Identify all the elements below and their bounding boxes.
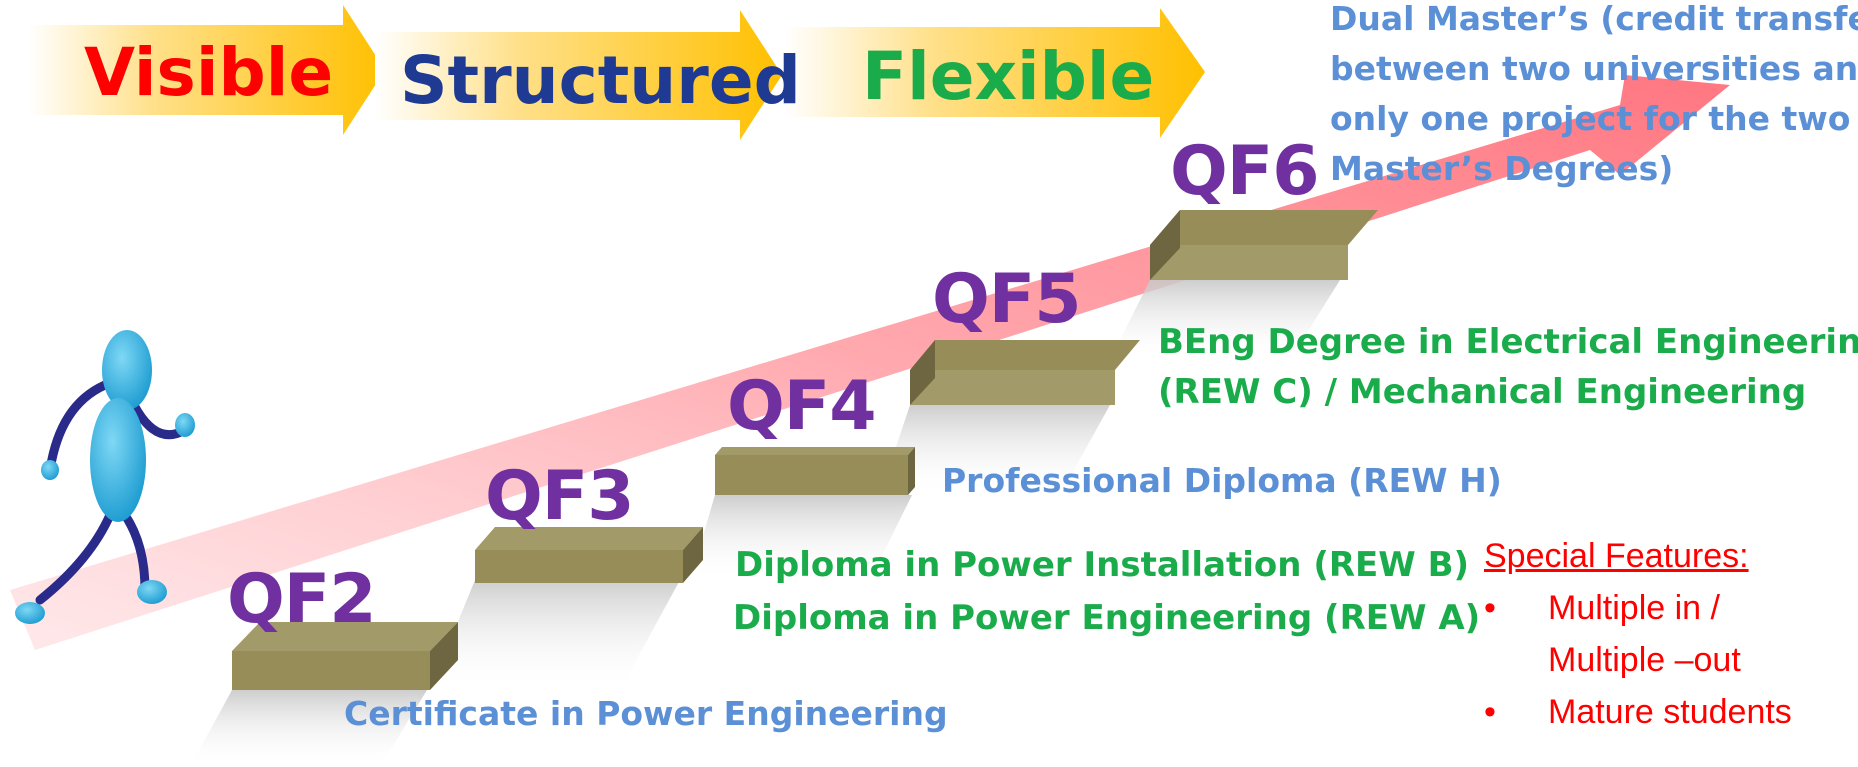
level-qf5-code: QF5 <box>932 260 1082 339</box>
step-qf5 <box>910 340 1140 405</box>
step-shadows <box>190 280 1340 767</box>
step-qf4 <box>715 447 915 495</box>
level-qf3-programme-2: Diploma in Power Engineering (REW A) <box>733 598 1481 638</box>
step-qf2 <box>232 622 458 690</box>
level-qf6-code: QF6 <box>1170 132 1320 211</box>
level-qf3-code: QF3 <box>485 457 635 536</box>
level-qf4-programme: Professional Diploma (REW H) <box>942 461 1502 500</box>
level-qf2-code: QF2 <box>227 560 377 639</box>
step-qf3 <box>475 527 703 583</box>
special-features-list: Multiple in / Multiple –out Mature stude… <box>1484 582 1844 738</box>
banner-label-visible: Visible <box>84 34 334 111</box>
level-qf3-programme-1: Diploma in Power Installation (REW B) <box>735 545 1470 585</box>
list-item: Mature students <box>1484 686 1844 738</box>
list-item: Multiple in / Multiple –out <box>1484 582 1844 686</box>
level-qf6-programme: Dual Master’s (credit transfer between t… <box>1330 0 1858 188</box>
banner-arrows <box>28 5 1205 140</box>
step-qf6 <box>1150 210 1378 280</box>
level-qf4-code: QF4 <box>727 367 877 446</box>
level-qf5-programme-1: BEng Degree in Electrical Engineering <box>1158 322 1858 362</box>
special-features-title: Special Features: <box>1484 537 1749 575</box>
banner-label-flexible: Flexible <box>862 38 1155 115</box>
special-features: Special Features: Multiple in / Multiple… <box>1484 530 1844 738</box>
level-qf5-programme-2: (REW C) / Mechanical Engineering <box>1158 372 1807 412</box>
running-figure-icon <box>15 330 195 624</box>
level-qf2-programme: Certificate in Power Engineering <box>344 694 948 733</box>
banner-label-structured: Structured <box>400 42 801 119</box>
